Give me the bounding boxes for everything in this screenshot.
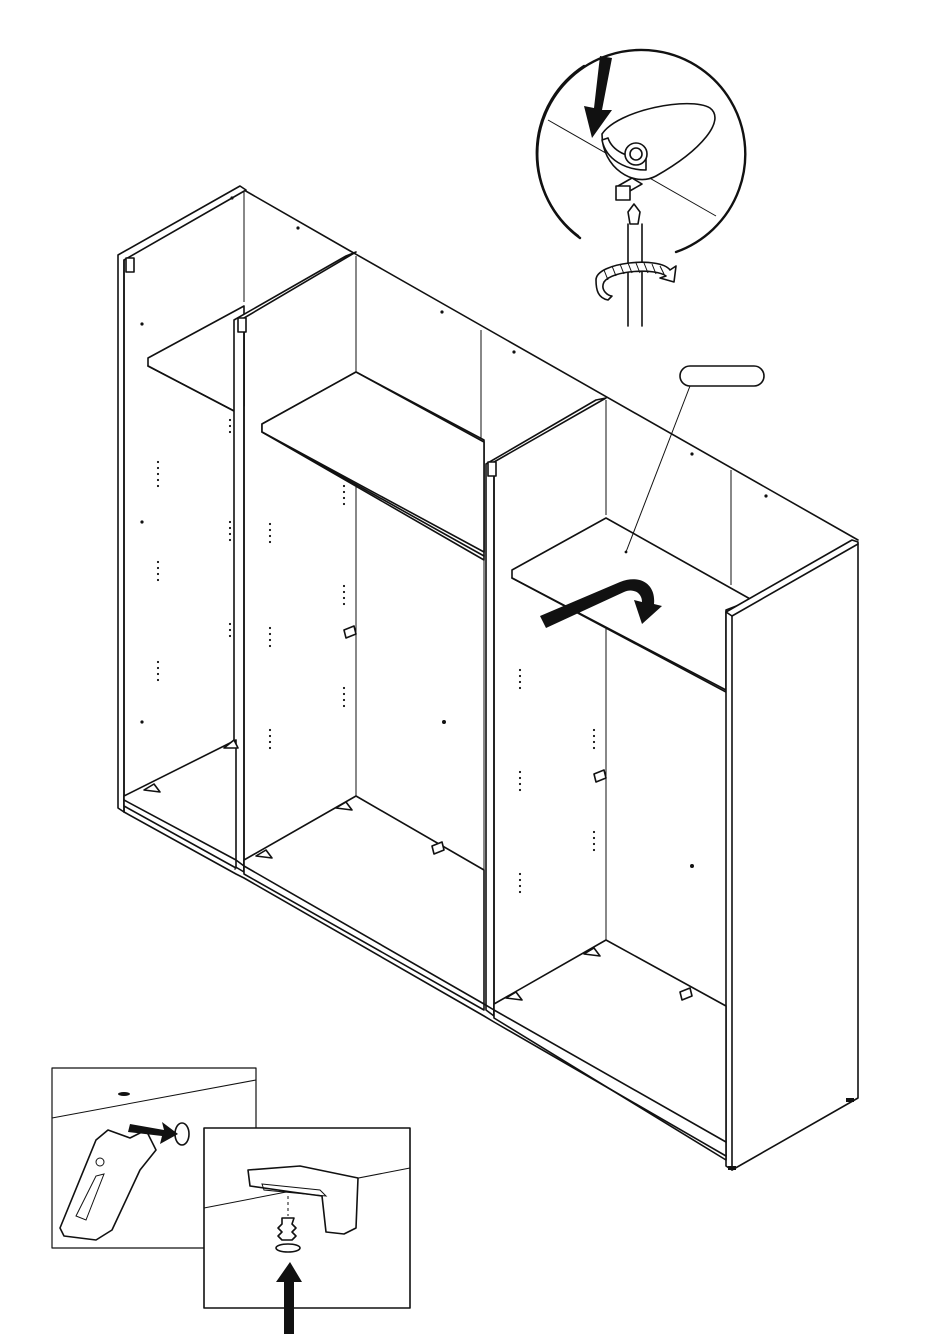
pin-hole bbox=[519, 771, 521, 773]
pin-hole bbox=[343, 591, 345, 593]
pin-hole bbox=[269, 735, 271, 737]
pin-hole bbox=[519, 681, 521, 683]
pin-hole bbox=[343, 597, 345, 599]
pin-hole bbox=[519, 669, 521, 671]
pin-hole bbox=[269, 645, 271, 647]
pin-hole bbox=[519, 879, 521, 881]
pin-hole bbox=[343, 503, 345, 505]
part-label-callout bbox=[680, 366, 764, 386]
pin-hole bbox=[593, 729, 595, 731]
pin-hole bbox=[157, 679, 159, 681]
pin-hole bbox=[229, 533, 231, 535]
pin-hole bbox=[229, 431, 231, 433]
pin-hole bbox=[519, 885, 521, 887]
pin-hole bbox=[269, 535, 271, 537]
rotate-arrow-icon bbox=[596, 262, 676, 300]
pin-hole bbox=[269, 741, 271, 743]
pin-hole bbox=[157, 661, 159, 663]
pin-hole bbox=[269, 523, 271, 525]
pin-hole bbox=[269, 541, 271, 543]
pin-hole bbox=[343, 585, 345, 587]
pin-hole bbox=[157, 673, 159, 675]
pin-hole bbox=[229, 623, 231, 625]
divider-panel-2 bbox=[486, 398, 606, 1016]
pin-hole bbox=[519, 687, 521, 689]
pin-hole bbox=[343, 705, 345, 707]
callout-leader-line bbox=[626, 386, 690, 552]
pin-hole bbox=[229, 419, 231, 421]
pin-hole bbox=[157, 461, 159, 463]
pin-hole bbox=[593, 831, 595, 833]
bottom-middle bbox=[244, 796, 484, 1010]
pin-hole bbox=[519, 783, 521, 785]
pin-hole bbox=[593, 747, 595, 749]
pin-hole bbox=[343, 603, 345, 605]
pin-hole bbox=[519, 873, 521, 875]
pin-hole bbox=[157, 579, 159, 581]
pin-hole bbox=[157, 473, 159, 475]
pin-hole bbox=[269, 747, 271, 749]
cam-lock-detail bbox=[537, 50, 745, 326]
pin-hole bbox=[519, 675, 521, 677]
pin-hole bbox=[593, 741, 595, 743]
pin-hole bbox=[229, 629, 231, 631]
foot-screw-detail bbox=[204, 1128, 410, 1334]
pin-hole bbox=[269, 633, 271, 635]
shelf-left bbox=[148, 306, 244, 412]
wardrobe-carcass bbox=[118, 186, 858, 1170]
pin-hole bbox=[269, 729, 271, 731]
pin-hole bbox=[519, 777, 521, 779]
pin-hole bbox=[157, 573, 159, 575]
pin-hole bbox=[229, 539, 231, 541]
pin-hole bbox=[519, 891, 521, 893]
pin-hole bbox=[157, 667, 159, 669]
pin-hole bbox=[157, 561, 159, 563]
pin-hole bbox=[593, 843, 595, 845]
pin-hole bbox=[593, 735, 595, 737]
left-side-panel bbox=[118, 186, 246, 812]
pin-hole bbox=[269, 627, 271, 629]
pin-hole bbox=[519, 789, 521, 791]
pin-hole bbox=[343, 485, 345, 487]
pin-hole bbox=[269, 639, 271, 641]
pin-hole bbox=[343, 687, 345, 689]
pin-hole bbox=[157, 485, 159, 487]
pin-hole bbox=[343, 699, 345, 701]
carcass-back-top-edge bbox=[244, 190, 858, 540]
right-side-panel bbox=[726, 540, 858, 1170]
pin-hole bbox=[343, 497, 345, 499]
pin-hole bbox=[157, 567, 159, 569]
pin-hole bbox=[269, 529, 271, 531]
divider-panel-1 bbox=[234, 252, 356, 872]
pin-hole bbox=[593, 849, 595, 851]
pin-hole bbox=[229, 425, 231, 427]
bottom-right bbox=[494, 940, 726, 1160]
bottom-left bbox=[124, 740, 236, 868]
shelf-right bbox=[512, 518, 752, 690]
pin-hole bbox=[229, 635, 231, 637]
pin-hole bbox=[343, 693, 345, 695]
pin-hole bbox=[157, 479, 159, 481]
down-arrow-icon bbox=[584, 56, 612, 138]
pin-hole bbox=[229, 527, 231, 529]
pin-hole bbox=[593, 837, 595, 839]
pin-hole bbox=[229, 521, 231, 523]
pin-hole bbox=[343, 491, 345, 493]
pin-hole bbox=[157, 467, 159, 469]
